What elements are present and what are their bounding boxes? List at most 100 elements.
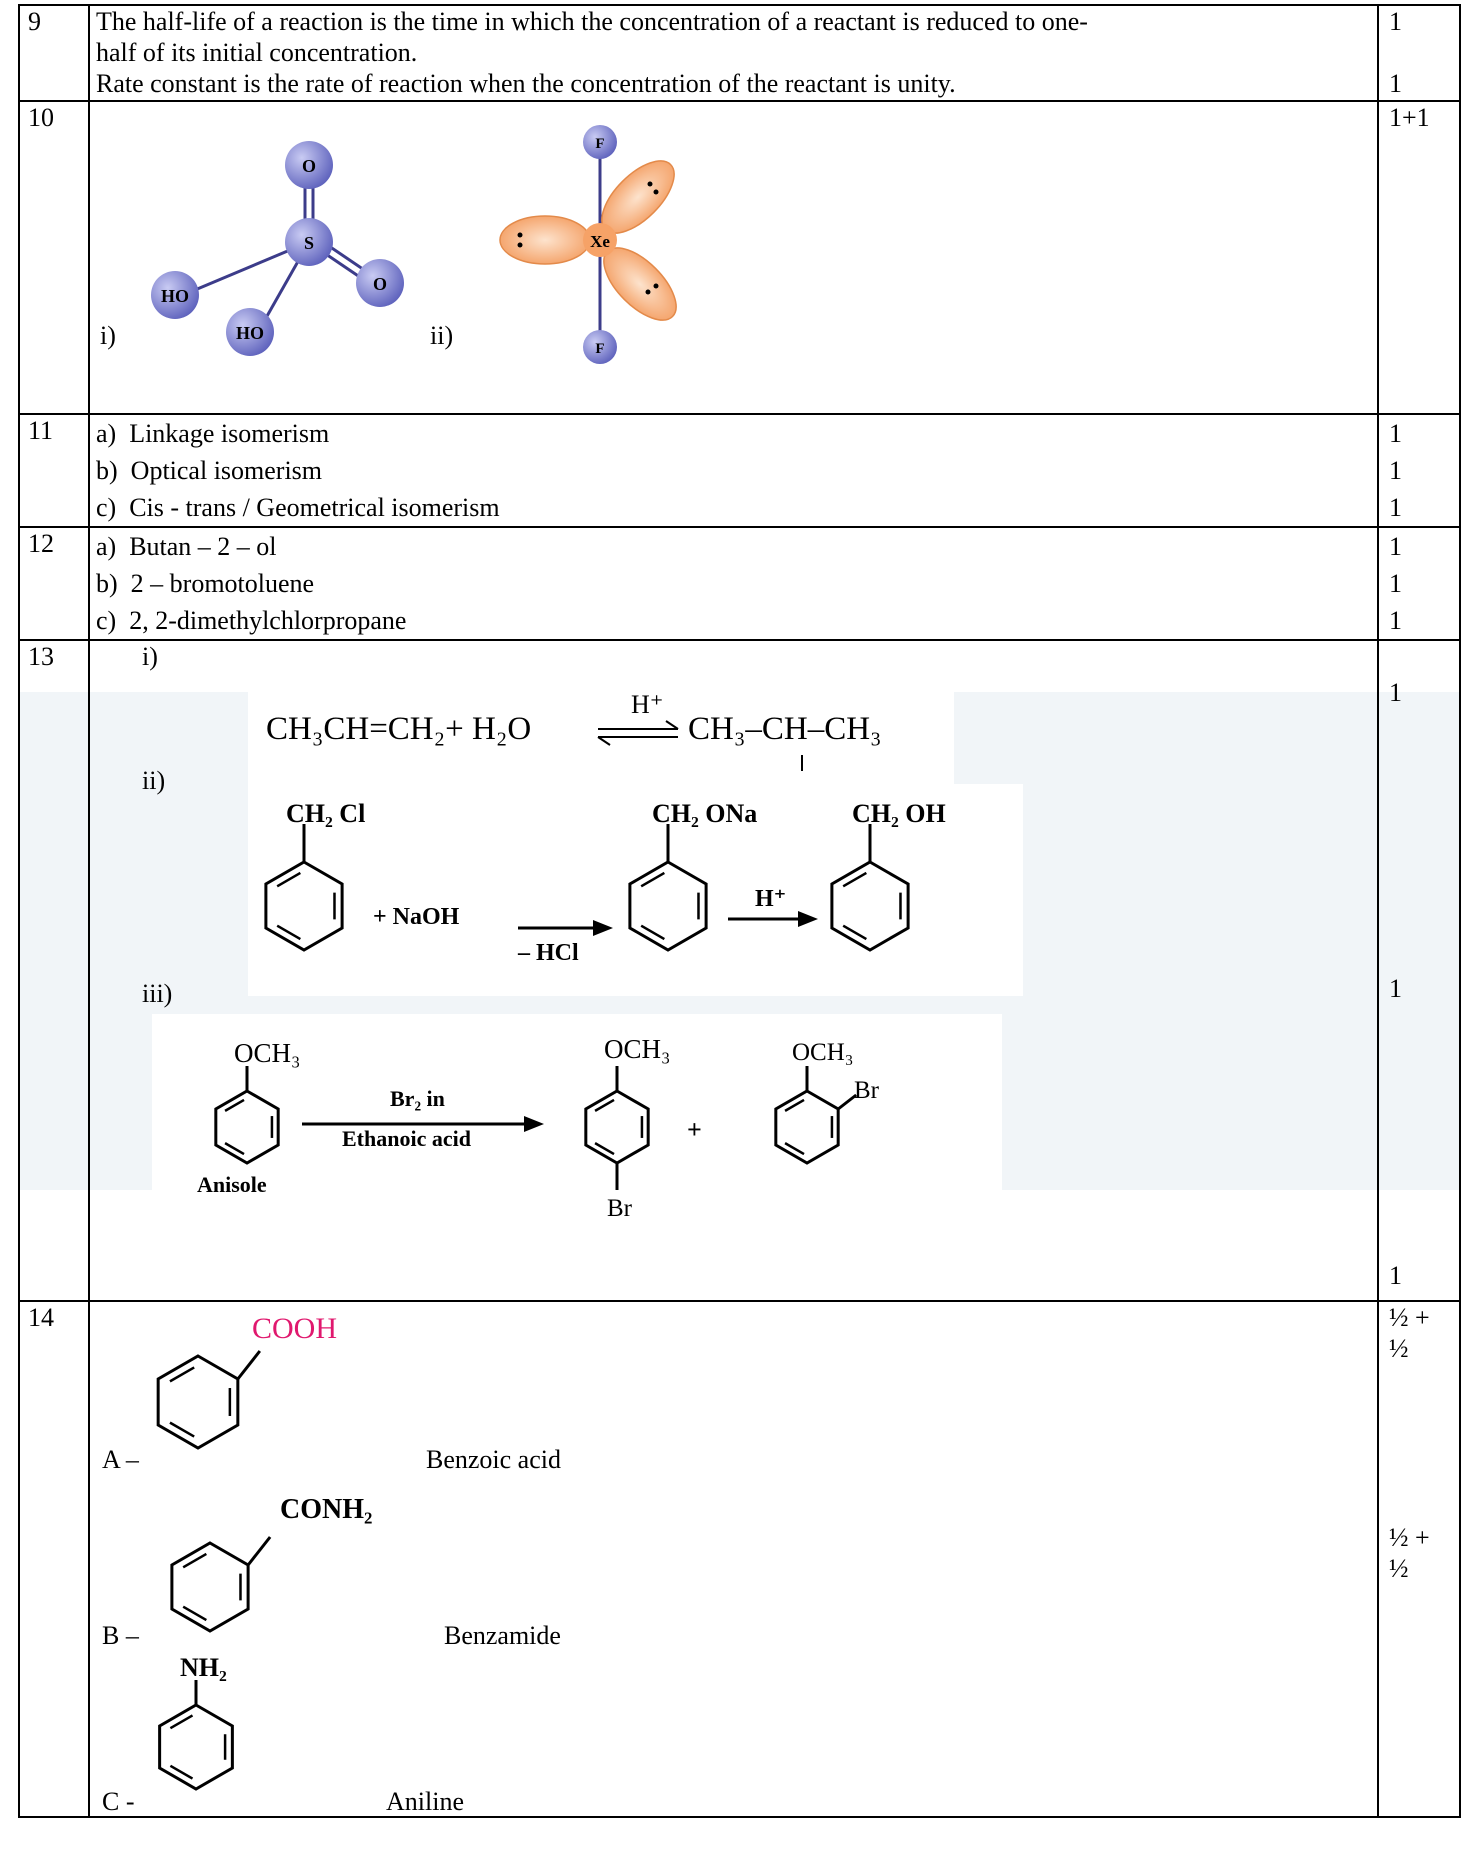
anisole-ring bbox=[214, 1089, 280, 1165]
compound-label: A – bbox=[102, 1445, 139, 1474]
substituent: CH₂ OH bbox=[852, 799, 946, 828]
marks-value: 1 bbox=[1389, 1261, 1402, 1290]
plus-sign: + bbox=[687, 1115, 702, 1144]
question-number: 14 bbox=[18, 1300, 90, 1818]
question-number: 12 bbox=[18, 526, 90, 641]
answer-key-table: 9 The half-life of a reaction is the tim… bbox=[18, 4, 1461, 1818]
table-row-q10: 10 bbox=[18, 100, 1461, 415]
list-item: b) Optical isomerism bbox=[96, 456, 323, 485]
benzyl-chloride-ring bbox=[264, 860, 344, 952]
byproduct: – HCl bbox=[517, 940, 579, 966]
atom-label: S bbox=[304, 233, 314, 253]
atom-label: HO bbox=[236, 323, 264, 343]
substituent: OCH₃ bbox=[792, 1039, 854, 1066]
sub-label: ii) bbox=[430, 321, 454, 350]
structures-figure: O S HO O HO bbox=[151, 125, 677, 364]
compound-name: Benzoic acid bbox=[426, 1445, 561, 1474]
catalyst: H⁺ bbox=[631, 690, 664, 719]
answer-text: Rate constant is the rate of reaction wh… bbox=[96, 69, 956, 98]
answer-cell: a) Butan – 2 – ol b) 2 – bromotoluene c)… bbox=[88, 526, 1379, 641]
reagent: Br₂ in bbox=[390, 1086, 445, 1111]
benzamide-ring bbox=[170, 1541, 250, 1633]
atom-label: Xe bbox=[590, 232, 610, 251]
table-row-q11: 11 a) Linkage isomerism b) Optical isome… bbox=[18, 413, 1461, 528]
marks-value: 1 bbox=[1389, 569, 1402, 598]
marks-value: ½ bbox=[1389, 1554, 1409, 1583]
sulfuric-acid-structure: O S HO O HO bbox=[151, 141, 404, 356]
question-number: 13 bbox=[18, 639, 90, 1302]
marks-value: 1 bbox=[1389, 69, 1402, 98]
substituent: Br bbox=[854, 1077, 880, 1104]
sub-label: iii) bbox=[142, 979, 173, 1008]
marks-value: 1 bbox=[1389, 606, 1402, 635]
reactants: CH₃CH=CH₂+ H₂O bbox=[266, 711, 531, 747]
marks-value: 1 bbox=[1389, 493, 1402, 522]
catalyst: H⁺ bbox=[755, 886, 786, 912]
answer-cell: The half-life of a reaction is the time … bbox=[88, 4, 1379, 102]
xenon-difluoride-structure: Xe F F bbox=[499, 125, 677, 364]
benzyl-alcohol-ring bbox=[830, 860, 910, 952]
substituent: CH₂ Cl bbox=[286, 799, 365, 828]
substituent: OCH₃ bbox=[234, 1038, 300, 1068]
reagent: Ethanoic acid bbox=[342, 1126, 471, 1151]
functional-group: COOH bbox=[252, 1312, 337, 1345]
answer-cell: i) CH₃CH=CH₂+ H₂O H⁺ CH₃–CH–CH₃ OH ii) bbox=[88, 639, 1379, 1302]
atom-label: HO bbox=[161, 286, 189, 306]
question-number: 9 bbox=[18, 4, 90, 102]
compound-label: C - bbox=[102, 1787, 135, 1816]
o-bromoanisole-ring bbox=[774, 1089, 840, 1165]
marks-cell: 1+1 bbox=[1377, 100, 1461, 415]
table-row-q12: 12 a) Butan – 2 – ol b) 2 – bromotoluene… bbox=[18, 526, 1461, 641]
question-number: 11 bbox=[18, 413, 90, 528]
product: CH₃–CH–CH₃ bbox=[688, 711, 882, 747]
substituent: CH₂ ONa bbox=[652, 799, 757, 828]
p-bromoanisole-ring bbox=[584, 1089, 650, 1165]
marks-cell: 1 1 1 bbox=[1377, 413, 1461, 528]
marks-value: 1 bbox=[1389, 532, 1402, 561]
table-row-q13: 13 i) CH₃CH=CH₂+ H₂O H⁺ CH₃–CH–CH₃ OH ii… bbox=[18, 639, 1461, 1302]
answer-text: The half-life of a reaction is the time … bbox=[96, 7, 1088, 36]
marks-value: 1 bbox=[1389, 678, 1402, 707]
sub-label: ii) bbox=[142, 766, 166, 795]
answer-cell: a) Linkage isomerism b) Optical isomeris… bbox=[88, 413, 1379, 528]
list-item: a) Butan – 2 – ol bbox=[96, 532, 277, 561]
aniline-ring bbox=[158, 1703, 234, 1791]
functional-group: NH₂ bbox=[180, 1653, 227, 1682]
marks-value: ½ bbox=[1389, 1334, 1409, 1363]
marks-value: ½ + bbox=[1389, 1303, 1430, 1332]
reagent: + NaOH bbox=[373, 904, 460, 930]
atom-label: O bbox=[373, 274, 387, 294]
benzoic-acid-ring bbox=[156, 1354, 240, 1450]
substituent: OCH₃ bbox=[604, 1034, 670, 1064]
compound-name: Benzamide bbox=[444, 1621, 561, 1650]
marks-value: ½ + bbox=[1389, 1523, 1430, 1552]
marks-value: 1 bbox=[1389, 419, 1402, 448]
list-item: a) Linkage isomerism bbox=[96, 419, 330, 448]
marks-cell: 1 1 1 bbox=[1377, 526, 1461, 641]
answer-cell: O S HO O HO bbox=[88, 100, 1379, 415]
functional-group: CONH₂ bbox=[280, 1494, 372, 1525]
question-number: 10 bbox=[18, 100, 90, 415]
marks-value: 1 bbox=[1389, 974, 1402, 1003]
sub-label: i) bbox=[142, 642, 158, 671]
marks-value: 1 bbox=[1389, 7, 1402, 36]
marks-value: 1 bbox=[1389, 456, 1402, 485]
table-row-q9: 9 The half-life of a reaction is the tim… bbox=[18, 4, 1461, 102]
atom-label: O bbox=[302, 156, 316, 176]
sodium-benzyloxide-ring bbox=[628, 860, 708, 952]
compound-name: Aniline bbox=[386, 1787, 464, 1816]
answer-text: half of its initial concentration. bbox=[96, 38, 418, 67]
compound-name: Anisole bbox=[197, 1172, 267, 1197]
marks-cell: 1 1 bbox=[1377, 4, 1461, 102]
marks-cell: 1 1 1 bbox=[1377, 639, 1461, 1302]
sub-label: i) bbox=[100, 321, 116, 350]
marks-cell: ½ + ½ ½ + ½ bbox=[1377, 1300, 1461, 1818]
list-item: b) 2 – bromotoluene bbox=[96, 569, 315, 598]
atom-label: F bbox=[595, 136, 604, 152]
list-item: c) Cis - trans / Geometrical isomerism bbox=[96, 493, 500, 522]
substituent: Br bbox=[607, 1195, 633, 1222]
